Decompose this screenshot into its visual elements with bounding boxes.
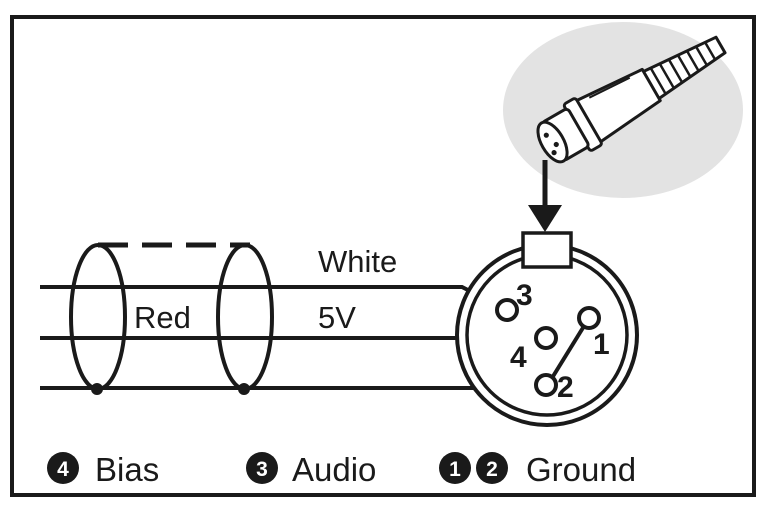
svg-text:3: 3 bbox=[256, 458, 268, 481]
legend-badge-3 bbox=[246, 452, 278, 484]
pin-1 bbox=[577, 306, 601, 330]
legend-item-ground: 1 2 Ground bbox=[439, 451, 636, 488]
arrow-down-icon bbox=[528, 160, 562, 232]
pin-label-3: 3 bbox=[516, 279, 533, 312]
legend-text-ground: Ground bbox=[526, 451, 636, 488]
legend-text-audio: Audio bbox=[292, 451, 376, 488]
legend-badge-1 bbox=[439, 452, 471, 484]
xlr-connector: 3 4 1 2 bbox=[455, 231, 639, 427]
xlr-plug-icon bbox=[536, 35, 727, 164]
pin-label-1: 1 bbox=[593, 328, 610, 361]
pin-3 bbox=[495, 298, 519, 322]
legend-badge-4 bbox=[47, 452, 79, 484]
legend-text-bias: Bias bbox=[95, 451, 159, 488]
legend-item-audio: 3 Audio bbox=[246, 451, 376, 488]
svg-text:2: 2 bbox=[486, 458, 498, 481]
wire-label-5v: 5V bbox=[318, 300, 356, 335]
wire-label-red: Red bbox=[134, 300, 191, 335]
pin-label-2: 2 bbox=[557, 371, 574, 404]
legend: 4 Bias 3 Audio 1 2 Ground bbox=[47, 451, 636, 488]
legend-item-bias: 4 Bias bbox=[47, 451, 159, 488]
pin-4 bbox=[534, 326, 558, 350]
connector-key bbox=[521, 231, 573, 269]
pin-2 bbox=[534, 373, 558, 397]
pin-label-4: 4 bbox=[510, 341, 527, 374]
shield-junction-left bbox=[91, 383, 103, 395]
legend-badge-2 bbox=[476, 452, 508, 484]
svg-text:1: 1 bbox=[449, 458, 461, 481]
shield-junction-right bbox=[238, 383, 250, 395]
svg-text:4: 4 bbox=[57, 458, 69, 481]
wire-label-white: White bbox=[318, 244, 397, 279]
